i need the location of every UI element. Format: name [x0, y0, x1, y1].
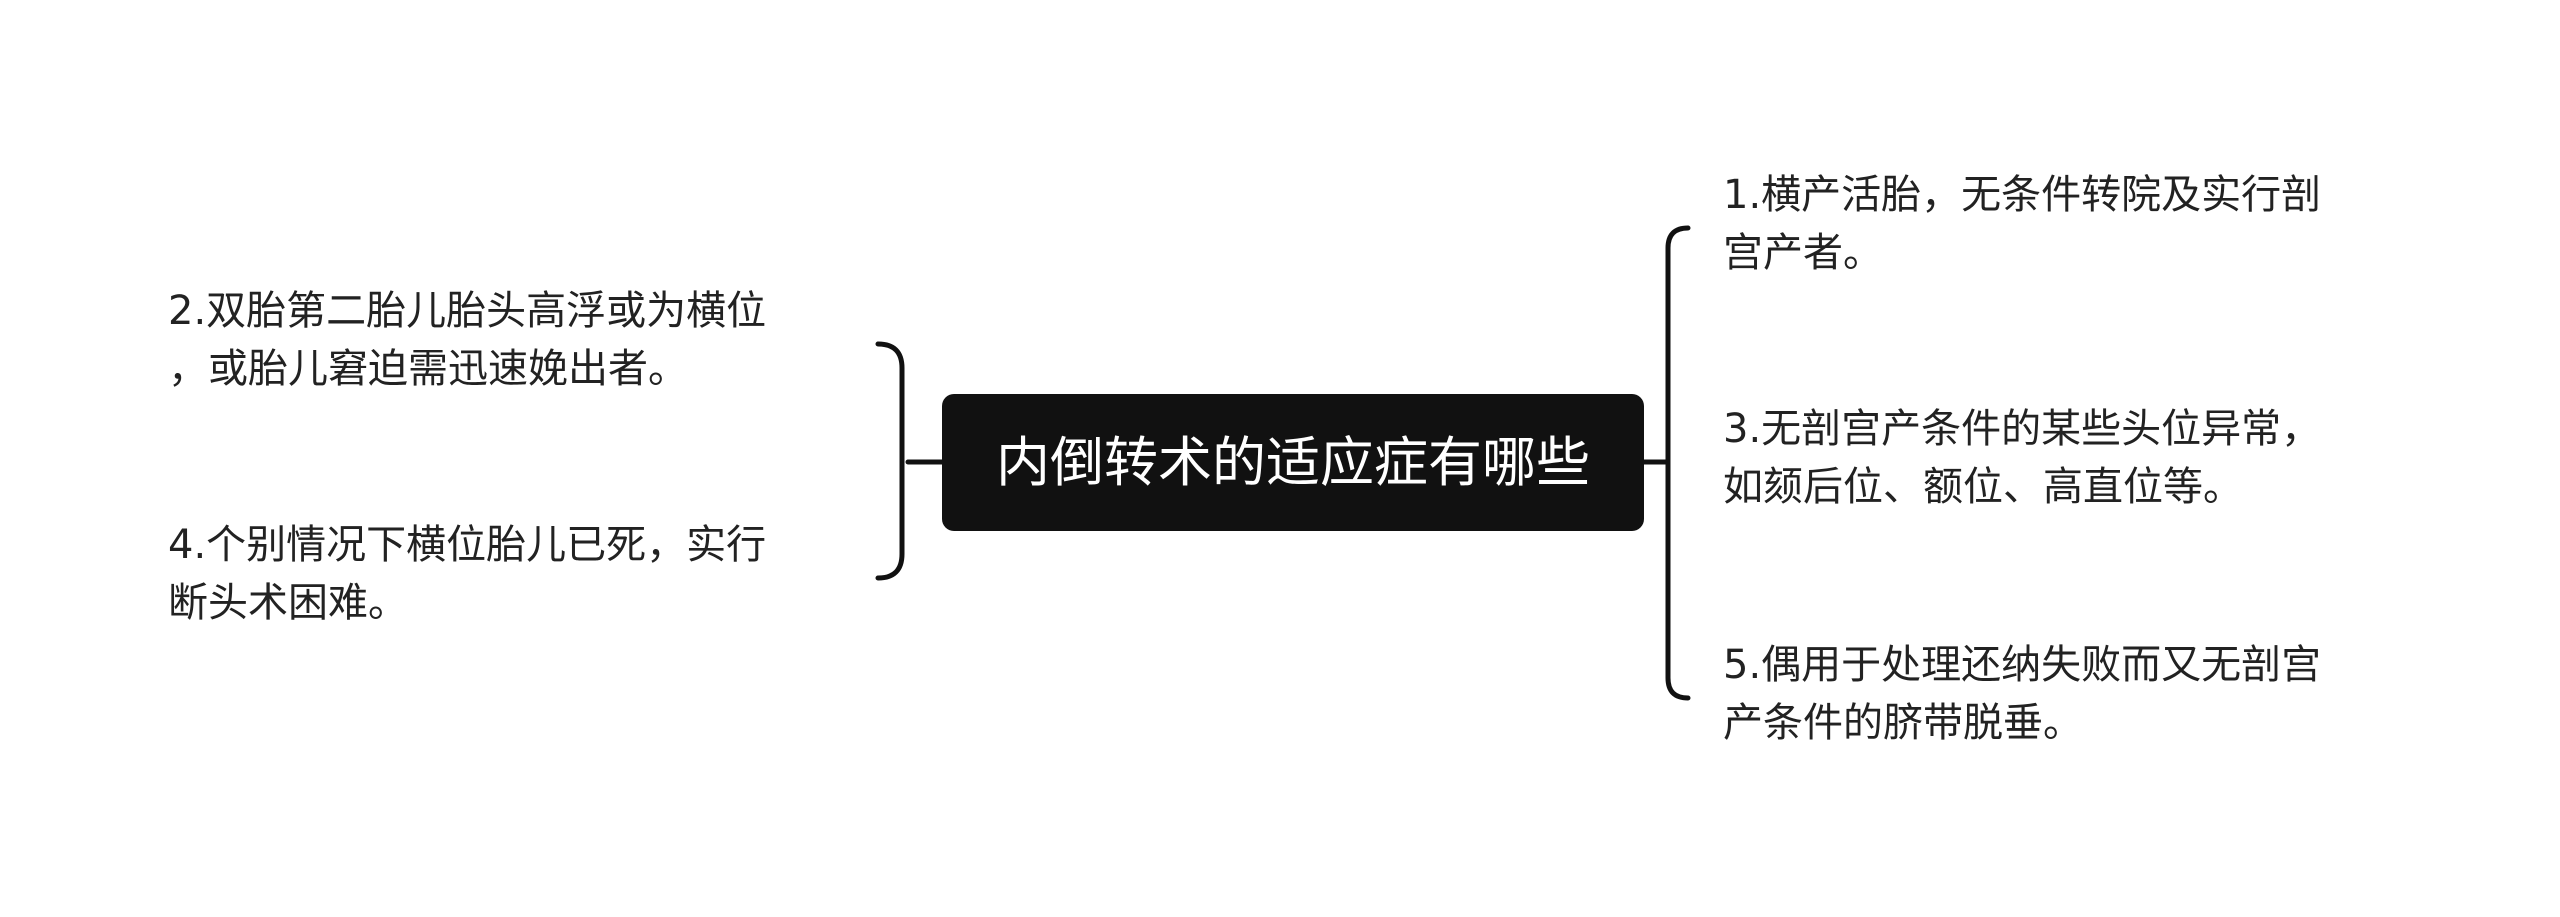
leaf-node-right-1[interactable]: 1.横产活胎，无条件转院及实行剖 宫产者。 [1723, 172, 2322, 276]
right-bracket [1665, 225, 1691, 701]
leaf-node-left-2[interactable]: 4.个别情况下横位胎儿已死，实行 断头术困难。 [168, 522, 767, 626]
left-bracket [875, 341, 905, 581]
leaf-node-right-2[interactable]: 3.无剖宫产条件的某些头位异常， 如颏后位、额位、高直位等。 [1723, 406, 2322, 510]
leaf-node-left-1[interactable]: 2.双胎第二胎儿胎头高浮或为横位 ，或胎儿窘迫需迅速娩出者。 [168, 288, 767, 392]
central-topic-node[interactable]: 内倒转术的适应症有哪些 [942, 394, 1644, 531]
central-topic-label: 内倒转术的适应症有哪些 [996, 430, 1590, 494]
leaf-node-right-3[interactable]: 5.偶用于处理还纳失败而又无剖宫 产条件的脐带脱垂。 [1723, 642, 2322, 746]
